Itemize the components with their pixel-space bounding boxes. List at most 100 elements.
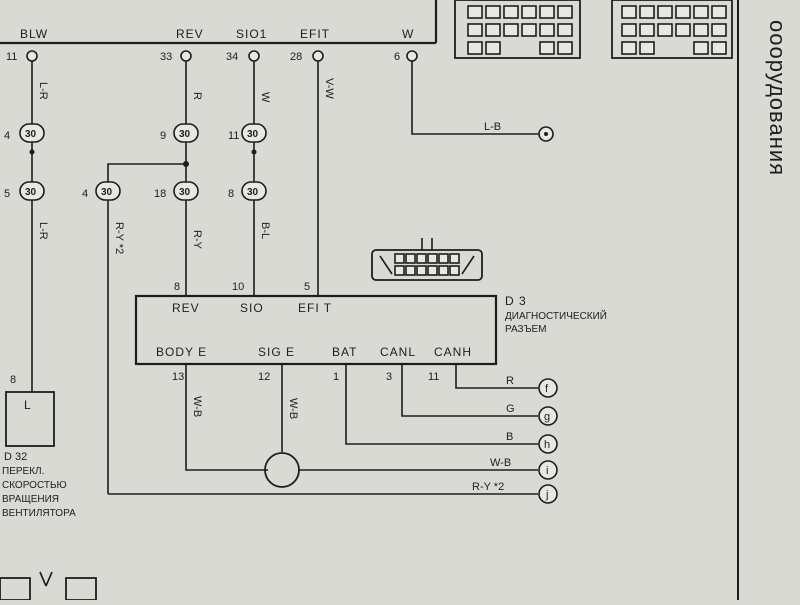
diag-label-rev: REV <box>172 301 200 315</box>
wire-junction <box>251 149 257 155</box>
wire-w-out <box>411 61 540 135</box>
bus-pin-6: 6 <box>394 51 400 63</box>
terminal-label-g: g <box>544 411 550 423</box>
terminal-i <box>538 460 558 480</box>
wire-color-lb: L-B <box>484 121 501 133</box>
wire-color-blw-low: L-R <box>37 222 49 240</box>
conn-pin-9: 9 <box>160 130 166 142</box>
bus-label-rev: REV <box>176 27 204 41</box>
bus-terminal-efit <box>312 50 324 62</box>
inline-connector-label: 30 <box>25 187 37 198</box>
switch-id: D 32 <box>4 451 27 463</box>
wire-color-efit: V-W <box>323 78 335 99</box>
output-color-wb: W-B <box>490 457 511 469</box>
inline-connector-label: 30 <box>247 187 259 198</box>
bus-terminal-blw <box>26 50 38 62</box>
diag-label-canl: CANL <box>380 345 416 359</box>
bus-terminal-rev <box>180 50 192 62</box>
wire-color-body-e: W-B <box>191 396 203 417</box>
wire-color-sio: W <box>259 92 271 103</box>
diag-connector-id: D 3 <box>505 294 527 308</box>
output-color-g: G <box>506 403 515 415</box>
terminal-dot <box>544 132 548 136</box>
switch-caption-line4: ВЕНТИЛЯТОРА <box>2 508 76 519</box>
inline-connector-label: 30 <box>179 187 191 198</box>
diag-top-pin-8: 8 <box>174 281 180 293</box>
switch-terminal-l: L <box>24 398 32 412</box>
diag-connector-box <box>134 294 498 366</box>
diag-connector-name-1: ДИАГНОСТИЧЕСКИЙ <box>505 309 607 322</box>
terminal-j <box>538 484 558 504</box>
diag-top-pin-10: 10 <box>232 281 244 293</box>
diag-connector-name-2: РАЗЪЕМ <box>505 324 547 335</box>
conn-pin-11: 11 <box>228 130 239 142</box>
terminal-f <box>538 378 558 398</box>
conn-pin-8: 8 <box>228 188 234 200</box>
bus-label-w: W <box>402 27 414 41</box>
diag-top-pin-5: 5 <box>304 281 310 293</box>
bus-label-efit: EFIT <box>300 27 330 41</box>
connector-face-view-bottom-left <box>0 571 97 601</box>
conn-pin-18: 18 <box>154 188 166 200</box>
wire-color-ry2: R-Y *2 <box>113 222 125 254</box>
conn-pin-5-left: 5 <box>4 188 10 200</box>
terminal-g <box>538 406 558 426</box>
connector-face-view-top-left <box>454 0 581 59</box>
diag-bottom-pin-11: 11 <box>428 371 439 383</box>
wire-junction <box>29 149 35 155</box>
wire-bat <box>345 364 538 445</box>
switch-pin-8: 8 <box>10 374 16 386</box>
switch-d32-box <box>5 391 55 447</box>
page-edge-text: ооорудования <box>765 20 790 176</box>
diag-bottom-pin-12: 12 <box>258 371 270 383</box>
diag-bottom-pin-13: 13 <box>172 371 184 383</box>
wire-color-rev: R <box>191 92 203 100</box>
diag-bottom-pin-1: 1 <box>333 371 339 383</box>
bus-label-sio1: SIO1 <box>236 27 267 41</box>
inline-connector-label: 30 <box>101 187 113 198</box>
wire-color-blw: L-R <box>37 82 49 100</box>
wire-canl <box>401 364 538 417</box>
terminal-label-j: j <box>545 489 548 501</box>
output-color-ry2: R-Y *2 <box>472 481 504 493</box>
inline-connector-label: 30 <box>247 129 259 140</box>
terminal-label-f: f <box>545 383 549 395</box>
inline-connector-label: 30 <box>25 129 37 140</box>
bus-label-blw: BLW <box>20 27 48 41</box>
conn-pin-4-branch: 4 <box>82 188 88 200</box>
output-color-r: R <box>506 375 514 387</box>
diag-label-sio: SIO <box>240 301 264 315</box>
terminal-label-i: i <box>546 465 548 477</box>
inline-connector-label: 30 <box>179 129 191 140</box>
wire-body-e <box>185 364 268 471</box>
bus-terminal-w <box>406 50 418 62</box>
wire-ry2-branch <box>107 163 186 182</box>
ground-junction <box>264 452 300 488</box>
diag-connector-face-view <box>371 238 483 281</box>
terminal-label-h: h <box>544 439 550 451</box>
output-color-b: B <box>506 431 513 443</box>
wire-color-ry: R-Y <box>191 230 203 250</box>
wire-color-bl: B-L <box>259 222 271 239</box>
wire-color-sig-e: W-B <box>287 398 299 419</box>
conn-pin-4-left: 4 <box>4 130 10 142</box>
wire-canh <box>455 364 538 389</box>
switch-caption-line3: ВРАЩЕНИЯ <box>2 494 59 505</box>
diag-bottom-pin-3: 3 <box>386 371 392 383</box>
diag-label-sig-e: SIG E <box>258 345 295 359</box>
connector-face-view-top-right <box>611 0 733 59</box>
bus-pin-33: 33 <box>160 51 172 63</box>
switch-caption-line2: СКОРОСТЬЮ <box>2 480 67 491</box>
switch-caption-line1: ПЕРЕКЛ. <box>2 466 44 477</box>
terminal-h <box>538 434 558 454</box>
diag-label-bat: BAT <box>332 345 357 359</box>
bus-pin-28: 28 <box>290 51 302 63</box>
diag-label-efit: EFI T <box>298 301 332 315</box>
diag-label-canh: CANH <box>434 345 472 359</box>
bus-pin-11: 11 <box>6 51 17 63</box>
bus-pin-34: 34 <box>226 51 238 63</box>
bus-terminal-sio1 <box>248 50 260 62</box>
diag-label-body-e: BODY E <box>156 345 207 359</box>
